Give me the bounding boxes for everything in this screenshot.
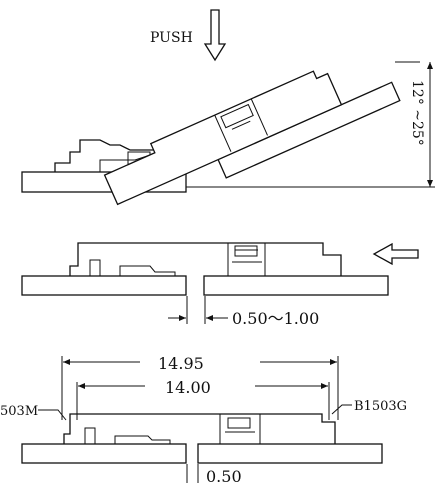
bottom-right-board bbox=[197, 443, 383, 464]
middle-right-board bbox=[203, 275, 389, 296]
receptacle-connector bbox=[54, 139, 161, 172]
plug-connector bbox=[103, 70, 343, 206]
bottom-gap-label: 0.50 bbox=[206, 467, 242, 483]
middle-view: 0.50～1.00 bbox=[21, 242, 419, 328]
right-part-label: B1503G bbox=[354, 399, 407, 414]
top-view: PUSH 12° ~25° bbox=[21, 9, 435, 206]
middle-left-board bbox=[21, 275, 187, 296]
middle-gap-label: 0.50～1.00 bbox=[232, 309, 319, 328]
bottom-left-board bbox=[21, 443, 187, 464]
bottom-connector-body bbox=[63, 413, 336, 444]
push-label: PUSH bbox=[150, 30, 193, 46]
angle-label: 12° ~25° bbox=[409, 80, 425, 146]
middle-connector-body bbox=[69, 242, 342, 276]
dim-outer-label: 14.95 bbox=[158, 354, 204, 373]
bottom-view: 14.95 14.00 503M B1503G 0.50 bbox=[0, 354, 407, 483]
left-part-label: 503M bbox=[0, 404, 38, 419]
dim-inner-label: 14.00 bbox=[165, 378, 211, 397]
push-arrow-icon bbox=[203, 9, 227, 62]
tilted-plug-assembly bbox=[103, 70, 401, 206]
slide-arrow-icon bbox=[372, 242, 419, 266]
